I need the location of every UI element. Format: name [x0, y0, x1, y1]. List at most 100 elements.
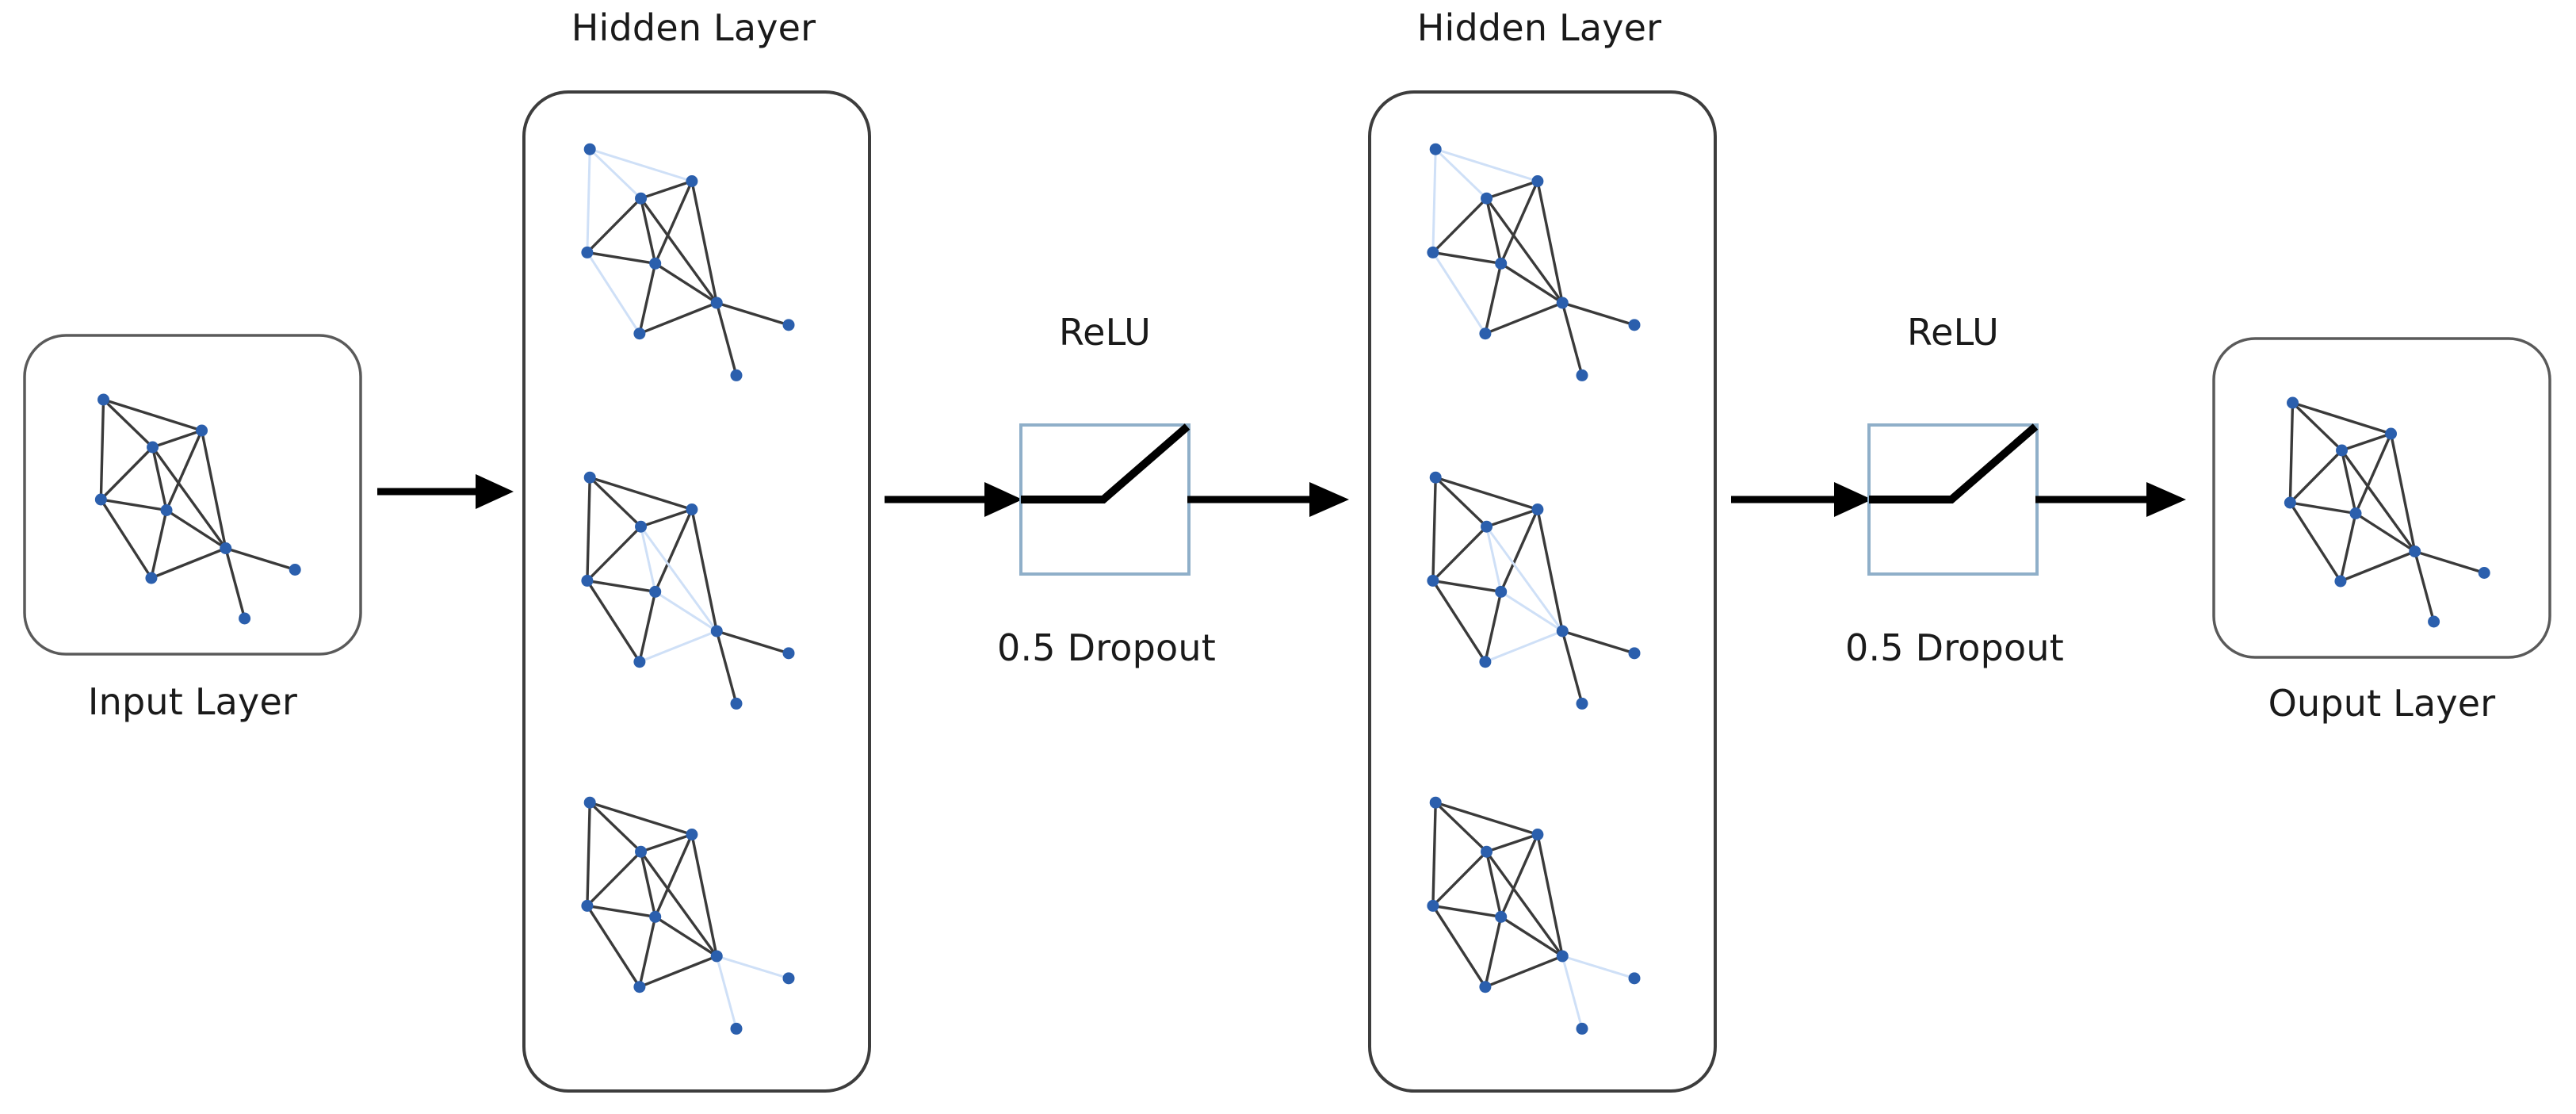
- graph-node: [1531, 829, 1544, 840]
- graph-edge: [1432, 904, 1501, 919]
- graph-edge: [640, 833, 693, 853]
- graph-node: [1628, 647, 1641, 660]
- graph-edge: [151, 446, 227, 549]
- graph-edge: [1486, 507, 1538, 528]
- graph-node: [145, 572, 158, 584]
- graph-edge-dropped: [639, 630, 717, 664]
- graph-node: [649, 585, 662, 598]
- graph-edge-dropped: [1500, 591, 1564, 633]
- graph-edge: [2339, 513, 2357, 582]
- arrow-relu1-to-hidden2: [1187, 482, 1349, 517]
- graph-node: [2336, 444, 2349, 457]
- graph-edge: [1431, 197, 1488, 254]
- graph-edge: [654, 508, 694, 593]
- graph-edge: [639, 301, 717, 335]
- graph-edge: [1561, 630, 1584, 704]
- graph-edge: [2340, 549, 2416, 583]
- graph-edge: [2291, 401, 2343, 452]
- graph-edge: [589, 801, 693, 836]
- graph-edge-dropped: [1435, 148, 1488, 200]
- graph-edge: [2341, 432, 2392, 452]
- graph-edge: [1431, 477, 1437, 581]
- hidden-layer-1-container[interactable]: [522, 90, 872, 1093]
- graph-node: [583, 796, 596, 809]
- hidden-layer-1-rounded-rect: [522, 90, 871, 1093]
- graph-node: [2385, 427, 2398, 440]
- graph-node: [1556, 950, 1569, 963]
- graph-node: [710, 950, 723, 963]
- relu-1-box[interactable]: [1019, 423, 1191, 576]
- hidden-layer-2-label: Hidden Layer: [1416, 6, 1662, 49]
- graph-edge: [586, 905, 641, 988]
- hidden-layer-2-graph-3: [1427, 796, 1641, 1035]
- relu-2-box[interactable]: [1867, 423, 2039, 576]
- graph-node: [1495, 910, 1508, 923]
- graph-node: [686, 503, 698, 515]
- graph-node: [633, 656, 646, 668]
- hidden-layer-1-graph-1: [581, 143, 795, 381]
- graph-edge: [638, 262, 657, 335]
- input-layer-box[interactable]: [22, 333, 363, 657]
- graph-node: [1479, 656, 1492, 668]
- graph-node: [686, 829, 698, 840]
- hidden-layer-2-graph-1: [1427, 143, 1641, 381]
- graph-edge: [654, 180, 694, 265]
- graph-node: [633, 981, 646, 993]
- graph-edge: [1485, 197, 1503, 264]
- graph-node: [581, 899, 594, 912]
- graph-edge: [166, 509, 227, 549]
- graph-edge: [589, 801, 642, 853]
- graph-edge: [586, 851, 642, 907]
- graph-edge-dropped: [716, 955, 789, 980]
- graph-edge: [715, 630, 738, 704]
- graph-edge: [2290, 501, 2356, 515]
- graph-edge-dropped: [1435, 147, 1538, 182]
- graph-node: [1429, 471, 1442, 484]
- graph-node: [633, 327, 646, 340]
- graph-edge: [99, 399, 105, 500]
- dropout-1-label: 0.5 Dropout: [997, 626, 1216, 669]
- hidden-layer-2-container[interactable]: [1367, 90, 1718, 1093]
- graph-edge: [1500, 262, 1564, 304]
- graph-edge: [586, 477, 591, 581]
- graph-edge: [225, 546, 296, 572]
- graph-edge: [640, 179, 693, 200]
- graph-node: [1427, 574, 1439, 587]
- graph-edge-dropped: [640, 526, 718, 632]
- arrow-input-to-hidden1: [377, 474, 514, 509]
- graph-edge: [1431, 526, 1488, 582]
- output-layer-graph: [2284, 396, 2490, 628]
- graph-edge: [1485, 851, 1564, 957]
- graph-node: [1628, 972, 1641, 985]
- graph-edge: [638, 916, 657, 988]
- graph-edge: [716, 301, 789, 327]
- graph-edge: [1431, 851, 1488, 907]
- graph-edge: [1536, 181, 1564, 304]
- graph-edge: [690, 509, 718, 632]
- graph-node: [730, 697, 743, 710]
- graph-edge: [654, 833, 694, 918]
- graph-edge: [1500, 915, 1564, 958]
- graph-edge: [101, 498, 167, 512]
- graph-edge: [586, 197, 642, 254]
- graph-edge: [587, 251, 655, 266]
- graph-edge-dropped: [715, 955, 738, 1029]
- graph-node: [196, 424, 208, 437]
- hidden-layer-2-rounded-rect: [1368, 90, 1717, 1093]
- graph-node: [1427, 899, 1439, 912]
- input-layer-label: Input Layer: [87, 680, 298, 723]
- graph-node: [635, 520, 648, 533]
- graph-node: [160, 504, 173, 516]
- input-layer-graph: [94, 393, 301, 625]
- graph-edge: [654, 915, 718, 958]
- graph-edge: [1485, 851, 1503, 917]
- graph-edge: [2340, 450, 2357, 514]
- graph-edge: [1485, 301, 1563, 335]
- graph-node: [1481, 845, 1493, 858]
- graph-edge: [165, 430, 204, 511]
- output-layer-box[interactable]: [2211, 336, 2552, 660]
- arrow-hidden1-to-relu1: [885, 482, 1022, 517]
- graph-edge: [589, 476, 693, 511]
- graph-node: [1576, 369, 1588, 381]
- arrow-relu2-to-output: [2035, 482, 2186, 517]
